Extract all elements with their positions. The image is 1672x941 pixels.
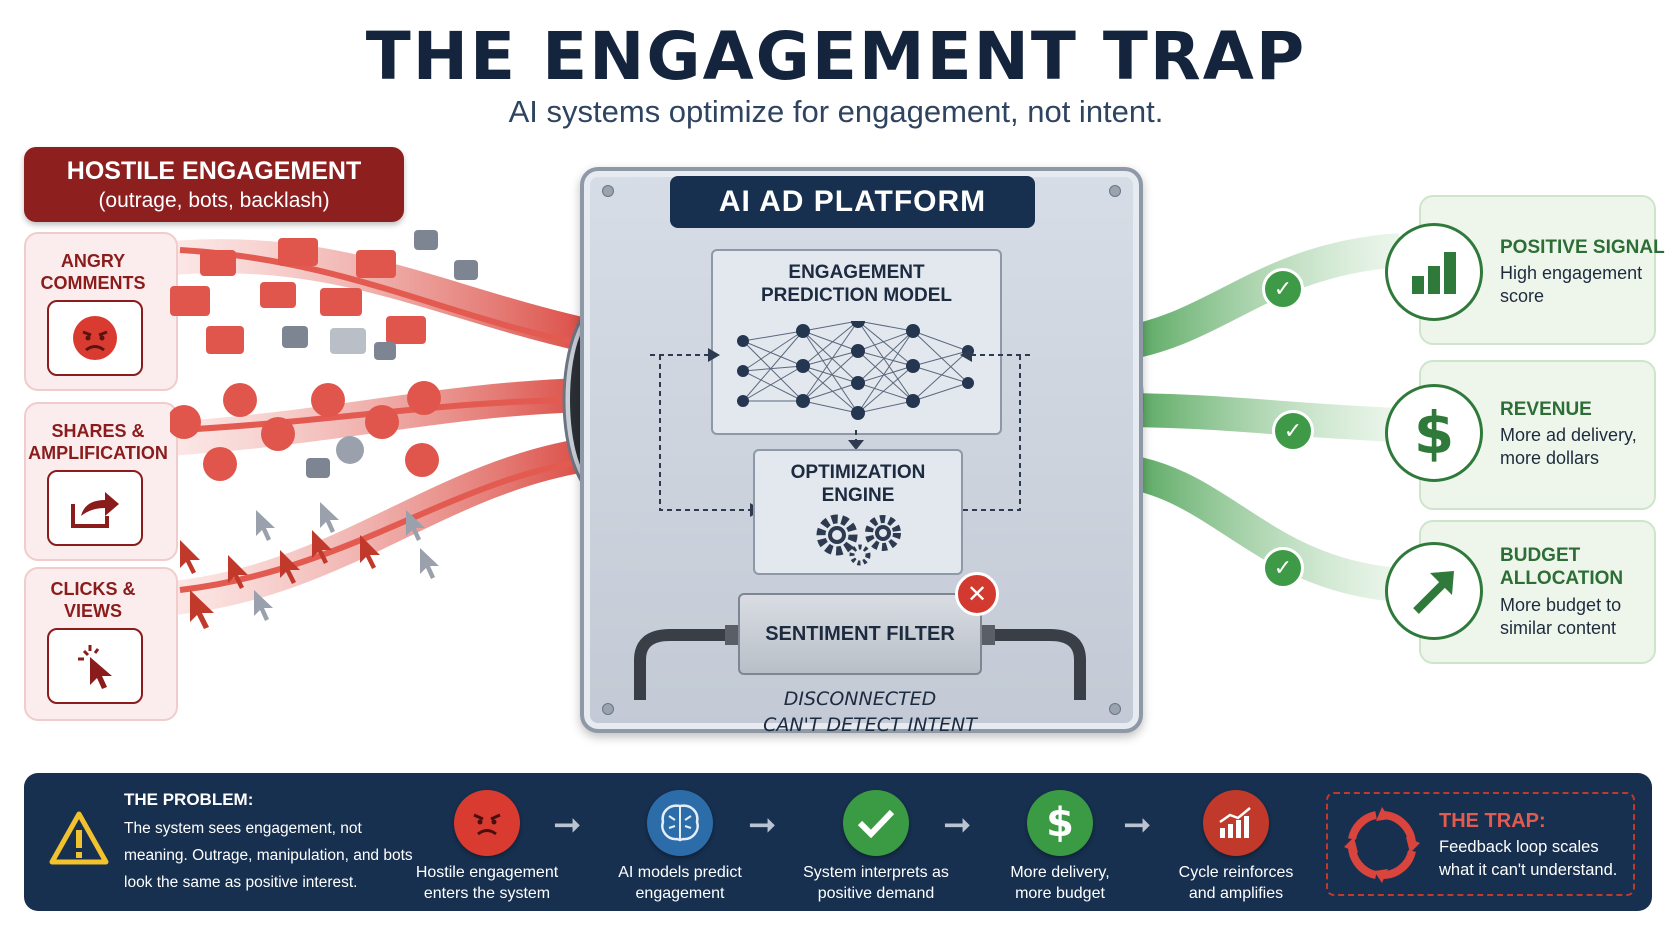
engine-title: OPTIMIZATION ENGINE bbox=[790, 462, 926, 506]
cursor-click-icon bbox=[47, 628, 143, 704]
cycle-arrows-icon bbox=[1344, 807, 1420, 883]
hostile-subtitle: (outrage, bots, backlash) bbox=[98, 189, 330, 212]
check-icon: ✓ bbox=[1262, 268, 1304, 310]
platform-title: AI AD PLATFORM bbox=[670, 176, 1035, 228]
card-clicks-label: CLICKS & VIEWS bbox=[50, 579, 136, 621]
optimization-engine: OPTIMIZATION ENGINE bbox=[753, 449, 963, 575]
screw-icon bbox=[602, 703, 614, 715]
problem-title: THE PROBLEM: bbox=[124, 790, 254, 809]
step-5-label: Cycle reinforces and amplifies bbox=[1178, 864, 1294, 902]
hostile-title: HOSTILE ENGAGEMENT bbox=[66, 157, 362, 185]
trap-text: Feedback loop scales what it can't under… bbox=[1439, 838, 1618, 879]
arrow-right-icon: ➞ bbox=[943, 806, 972, 844]
budget-allocation-title: BUDGET ALLOCATION bbox=[1500, 545, 1624, 589]
arrow-right-icon: ➞ bbox=[1123, 806, 1152, 844]
left-scatter-icons bbox=[170, 230, 478, 629]
dollar-icon: $ bbox=[1027, 790, 1093, 856]
step-1-label: Hostile engagement enters the system bbox=[415, 864, 559, 902]
sentiment-filter: SENTIMENT FILTER bbox=[738, 593, 982, 675]
engagement-prediction-model: ENGAGEMENT PREDICTION MODEL bbox=[711, 249, 1002, 435]
arrow-up-right-icon bbox=[1385, 542, 1483, 640]
cursor-icons bbox=[180, 502, 439, 629]
trend-chart-icon bbox=[1203, 790, 1269, 856]
platform-connectors bbox=[650, 348, 1030, 517]
step-2-label: AI models predict engagement bbox=[618, 864, 742, 902]
warning-icon bbox=[49, 811, 109, 865]
disconnected-label: DISCONNECTED bbox=[783, 688, 937, 710]
step-3-label: System interprets as positive demand bbox=[803, 864, 949, 902]
screw-icon bbox=[602, 185, 614, 197]
share-icon bbox=[47, 470, 143, 546]
hostile-engagement-header: HOSTILE ENGAGEMENT (outrage, bots, backl… bbox=[24, 147, 404, 222]
model-title: ENGAGEMENT PREDICTION MODEL bbox=[760, 262, 953, 306]
problem-text: The system sees engagement, not meaning.… bbox=[124, 820, 413, 891]
check-icon bbox=[843, 790, 909, 856]
angry-face-icon bbox=[454, 790, 520, 856]
page-title: THE ENGAGEMENT TRAP bbox=[365, 18, 1307, 95]
angry-face-icon bbox=[47, 300, 143, 376]
trap-box bbox=[1326, 792, 1635, 896]
revenue-text: More ad delivery, more dollars bbox=[1500, 425, 1637, 468]
page-subtitle: AI systems optimize for engagement, not … bbox=[508, 94, 1164, 129]
check-icon: ✓ bbox=[1262, 547, 1304, 589]
dollar-icon: $ bbox=[1385, 384, 1483, 482]
arrow-right-icon: ➞ bbox=[553, 806, 582, 844]
revenue-title: REVENUE bbox=[1500, 399, 1592, 420]
arrow-right-icon: ➞ bbox=[748, 806, 777, 844]
card-shares-label: SHARES & AMPLIFICATION bbox=[28, 421, 168, 463]
green-flow-streams bbox=[1112, 233, 1402, 602]
positive-signal-text: High engagement score bbox=[1500, 263, 1643, 306]
problem-banner bbox=[24, 773, 1652, 911]
screw-icon bbox=[1109, 703, 1121, 715]
comment-bubble-icons bbox=[170, 238, 426, 354]
positive-signal-title: POSITIVE SIGNAL bbox=[1500, 237, 1665, 258]
card-angry-comments-label: ANGRY COMMENTS bbox=[40, 251, 146, 293]
cant-detect-intent-label: CAN'T DETECT INTENT bbox=[763, 714, 977, 736]
budget-allocation-text: More budget to similar content bbox=[1500, 595, 1622, 638]
screw-icon bbox=[1109, 185, 1121, 197]
brain-icon bbox=[647, 790, 713, 856]
close-icon: ✕ bbox=[955, 572, 999, 616]
bar-chart-icon bbox=[1385, 223, 1483, 321]
check-icon: ✓ bbox=[1272, 410, 1314, 452]
trap-title: THE TRAP: bbox=[1439, 810, 1546, 832]
step-4-label: More delivery, more budget bbox=[1010, 864, 1110, 902]
bot-icons bbox=[282, 230, 478, 478]
share-circle-icons bbox=[170, 381, 441, 481]
gears-icon bbox=[816, 514, 901, 566]
